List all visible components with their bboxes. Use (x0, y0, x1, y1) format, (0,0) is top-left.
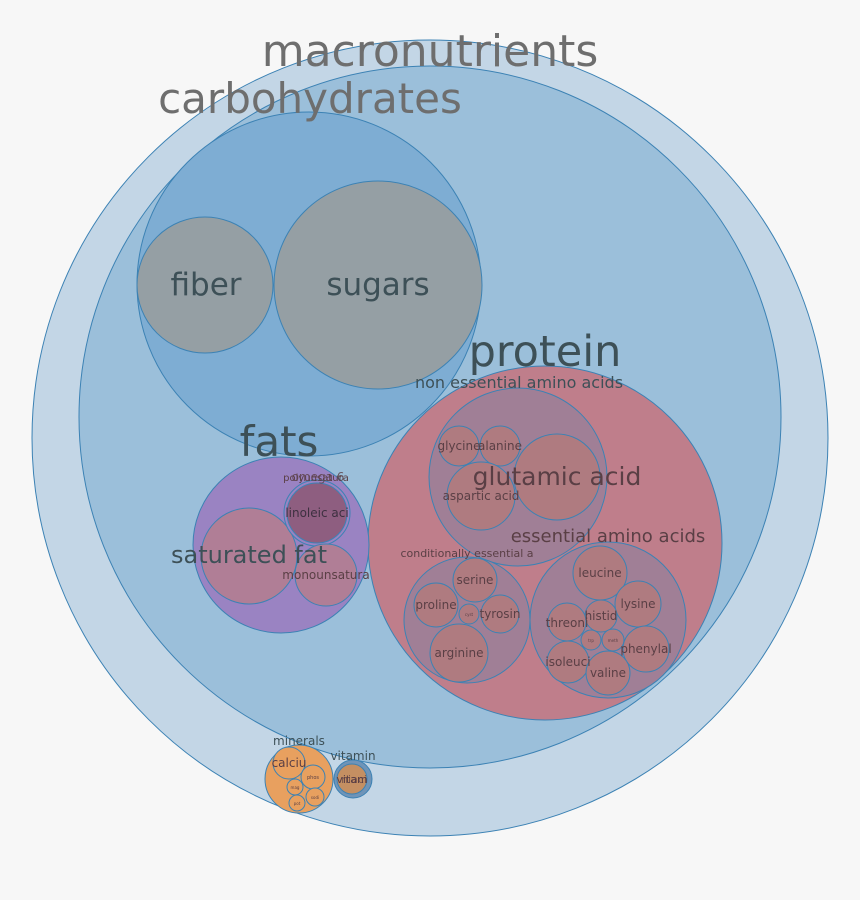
label-threoni: threoni (546, 616, 589, 630)
label-protein: protein (469, 327, 622, 377)
circle-sodi (305, 787, 325, 807)
circle-alanine (479, 425, 521, 467)
label-isoleuci: isoleuci (545, 655, 590, 669)
circle-cyst (458, 603, 480, 625)
label-conditionally-essential: conditionally essential a (400, 547, 533, 560)
label-pot: pot (294, 801, 301, 806)
circle-arginine (429, 623, 489, 683)
label-meth: meth (608, 638, 619, 643)
circle-glycine (438, 425, 480, 467)
circle-valine (585, 650, 631, 696)
label-histid: histid (585, 609, 618, 623)
label-valine: valine (590, 666, 626, 680)
label-alanine: alanine (478, 439, 522, 453)
label-niaci: niaci (341, 773, 367, 786)
label-glycine: glycine (438, 439, 481, 453)
circle-tyrosin (480, 594, 520, 634)
label-glutamic-acid: glutamic acid (473, 462, 642, 491)
circle-monounsaturated (294, 543, 358, 607)
label-vitam: vitam (336, 773, 367, 786)
label-mag: mag (291, 785, 300, 790)
label-carbohydrates: carbohydrates (158, 74, 462, 123)
label-omega-6: omega 6 (292, 470, 345, 484)
label-arginine: arginine (435, 646, 484, 660)
circle-meth (601, 628, 625, 652)
circle-glutamic-acid (513, 433, 601, 521)
label-phenylal: phenylal (620, 642, 671, 656)
label-fiber: fiber (170, 267, 241, 303)
label-proline: proline (415, 598, 456, 612)
circle-trp (580, 629, 602, 651)
circle-saturated-fat (200, 507, 298, 605)
label-monounsaturated: monounsatura (282, 568, 369, 582)
label-sugars: sugars (326, 267, 429, 303)
label-fats: fats (240, 417, 319, 466)
label-minerals: minerals (273, 734, 325, 748)
label-sodi: sodi (311, 795, 319, 800)
label-saturated-fat: saturated fat (171, 541, 327, 569)
circle-pot (288, 794, 306, 812)
label-phos: phos (307, 775, 319, 781)
circle-omega-6 (286, 482, 348, 544)
circle-sugars (273, 180, 483, 390)
label-trp: trp (588, 638, 594, 643)
label-leucine: leucine (578, 566, 621, 580)
label-cyst: cyst (465, 612, 474, 617)
label-vitamin: vitamin (330, 749, 375, 763)
label-aspartic-acid: aspartic acid (443, 489, 520, 503)
label-serine: serine (457, 573, 494, 587)
label-polyunsaturated: polyunsatura (283, 473, 349, 484)
circle-phenylal (622, 625, 670, 673)
circle-aspartic-acid (446, 461, 516, 531)
circle-serine (452, 557, 498, 603)
label-tyrosin: tyrosin (479, 607, 520, 621)
circle-vitam (336, 763, 368, 795)
label-calcium: calciu (272, 756, 307, 770)
label-essential-amino-acids: essential amino acids (511, 526, 706, 547)
label-non-essential-amino-acids: non essential amino acids (415, 373, 623, 392)
label-linoleic-acid: linoleic aci (285, 506, 348, 520)
label-lysine: lysine (620, 597, 655, 611)
circle-fiber (136, 216, 274, 354)
circle-calcium (272, 746, 306, 780)
circle-proline (413, 582, 459, 628)
label-macronutrients: macronutrients (262, 26, 599, 77)
